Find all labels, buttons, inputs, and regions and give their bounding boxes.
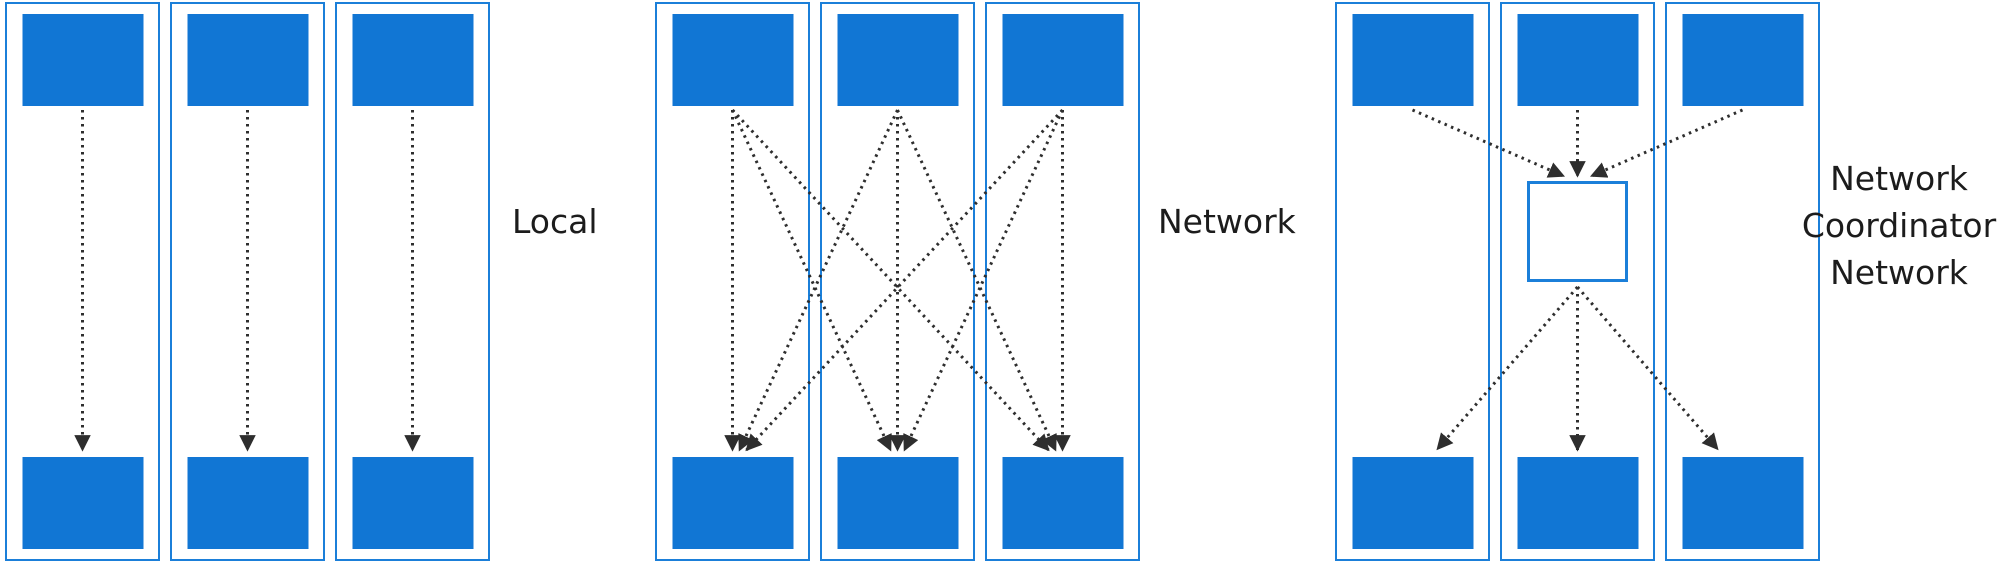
receiver-node xyxy=(837,457,958,549)
coordinator-group xyxy=(1335,0,1820,565)
sender-node xyxy=(1352,14,1473,106)
coordinator-label: Network Coordinator Network xyxy=(1798,155,2000,296)
device-column xyxy=(5,2,160,561)
device-column xyxy=(655,2,810,561)
coordinator-label-line: Coordinator xyxy=(1801,206,1997,245)
receiver-node xyxy=(1682,457,1803,549)
sender-node xyxy=(352,14,473,106)
receiver-node xyxy=(187,457,308,549)
local-label: Local xyxy=(512,202,598,241)
receiver-node xyxy=(1002,457,1123,549)
local-group xyxy=(5,0,490,565)
device-column xyxy=(170,2,325,561)
coordinator-label-line: Network xyxy=(1830,159,1968,198)
device-column xyxy=(335,2,490,561)
device-column xyxy=(1500,2,1655,561)
receiver-node xyxy=(672,457,793,549)
receiver-node xyxy=(1352,457,1473,549)
sender-node xyxy=(837,14,958,106)
receiver-node xyxy=(22,457,143,549)
sender-node xyxy=(672,14,793,106)
device-column xyxy=(985,2,1140,561)
coordinator-node xyxy=(1527,181,1628,282)
sender-node xyxy=(22,14,143,106)
device-column xyxy=(1335,2,1490,561)
network-group xyxy=(655,0,1140,565)
device-column xyxy=(1665,2,1820,561)
coordinator-label-line: Network xyxy=(1830,253,1968,292)
sender-node xyxy=(1682,14,1803,106)
device-column xyxy=(820,2,975,561)
sender-node xyxy=(1002,14,1123,106)
sender-node xyxy=(1517,14,1638,106)
receiver-node xyxy=(352,457,473,549)
sender-node xyxy=(187,14,308,106)
receiver-node xyxy=(1517,457,1638,549)
network-label: Network xyxy=(1158,202,1296,241)
